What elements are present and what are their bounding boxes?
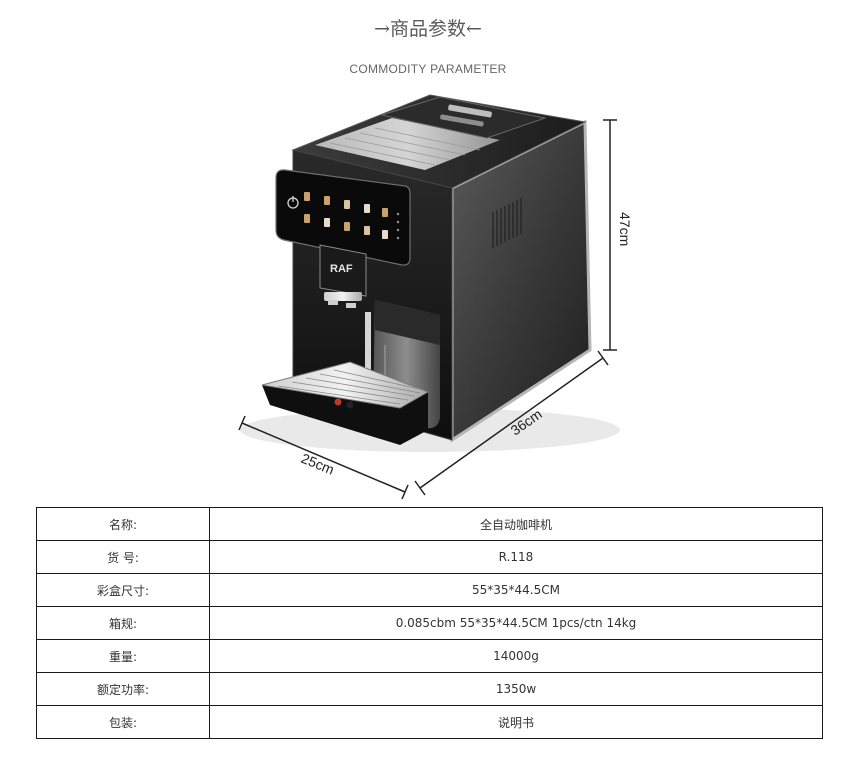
depth-dimension	[414, 350, 609, 496]
spec-value-weight: 14000g	[209, 639, 823, 673]
spec-label-package: 包装:	[36, 705, 210, 739]
spec-label-name: 名称:	[36, 507, 210, 541]
width-label: 25cm	[299, 450, 337, 478]
table-row: 名称: 全自动咖啡机	[36, 507, 823, 541]
vent-grille	[492, 198, 522, 248]
spec-value-item-number: R.118	[209, 540, 823, 574]
spec-label-item-number: 货 号:	[36, 540, 210, 574]
spec-value-package: 说明书	[209, 705, 823, 739]
table-row: 额定功率: 1350w	[36, 672, 823, 706]
spec-label-power: 额定功率:	[36, 672, 210, 706]
height-dimension	[603, 119, 617, 351]
spec-table: 名称: 全自动咖啡机 货 号: R.118 彩盒尺寸: 55*35*44.5CM…	[36, 507, 823, 739]
height-label: 47cm	[617, 212, 633, 246]
table-row: 包装: 说明书	[36, 705, 823, 739]
spec-value-power: 1350w	[209, 672, 823, 706]
drink-icons	[304, 192, 388, 239]
table-row: 箱规: 0.085cbm 55*35*44.5CM 1pcs/ctn 14kg	[36, 606, 823, 640]
section-title: →商品参数←	[374, 18, 482, 40]
brand-logo: RAF	[330, 263, 353, 275]
table-row: 重量: 14000g	[36, 639, 823, 673]
product-image: RAF 47cm 36cm 25cm	[238, 94, 633, 500]
section-subtitle: COMMODITY PARAMETER	[349, 62, 507, 76]
table-row: 彩盒尺寸: 55*35*44.5CM	[36, 573, 823, 607]
spec-label-box-size: 彩盒尺寸:	[36, 573, 210, 607]
table-row: 货 号: R.118	[36, 540, 823, 574]
spec-value-name: 全自动咖啡机	[209, 507, 823, 541]
spec-value-carton: 0.085cbm 55*35*44.5CM 1pcs/ctn 14kg	[209, 606, 823, 640]
spec-value-box-size: 55*35*44.5CM	[209, 573, 823, 607]
width-dimension	[238, 415, 409, 500]
spec-label-weight: 重量:	[36, 639, 210, 673]
spec-label-carton: 箱规:	[36, 606, 210, 640]
